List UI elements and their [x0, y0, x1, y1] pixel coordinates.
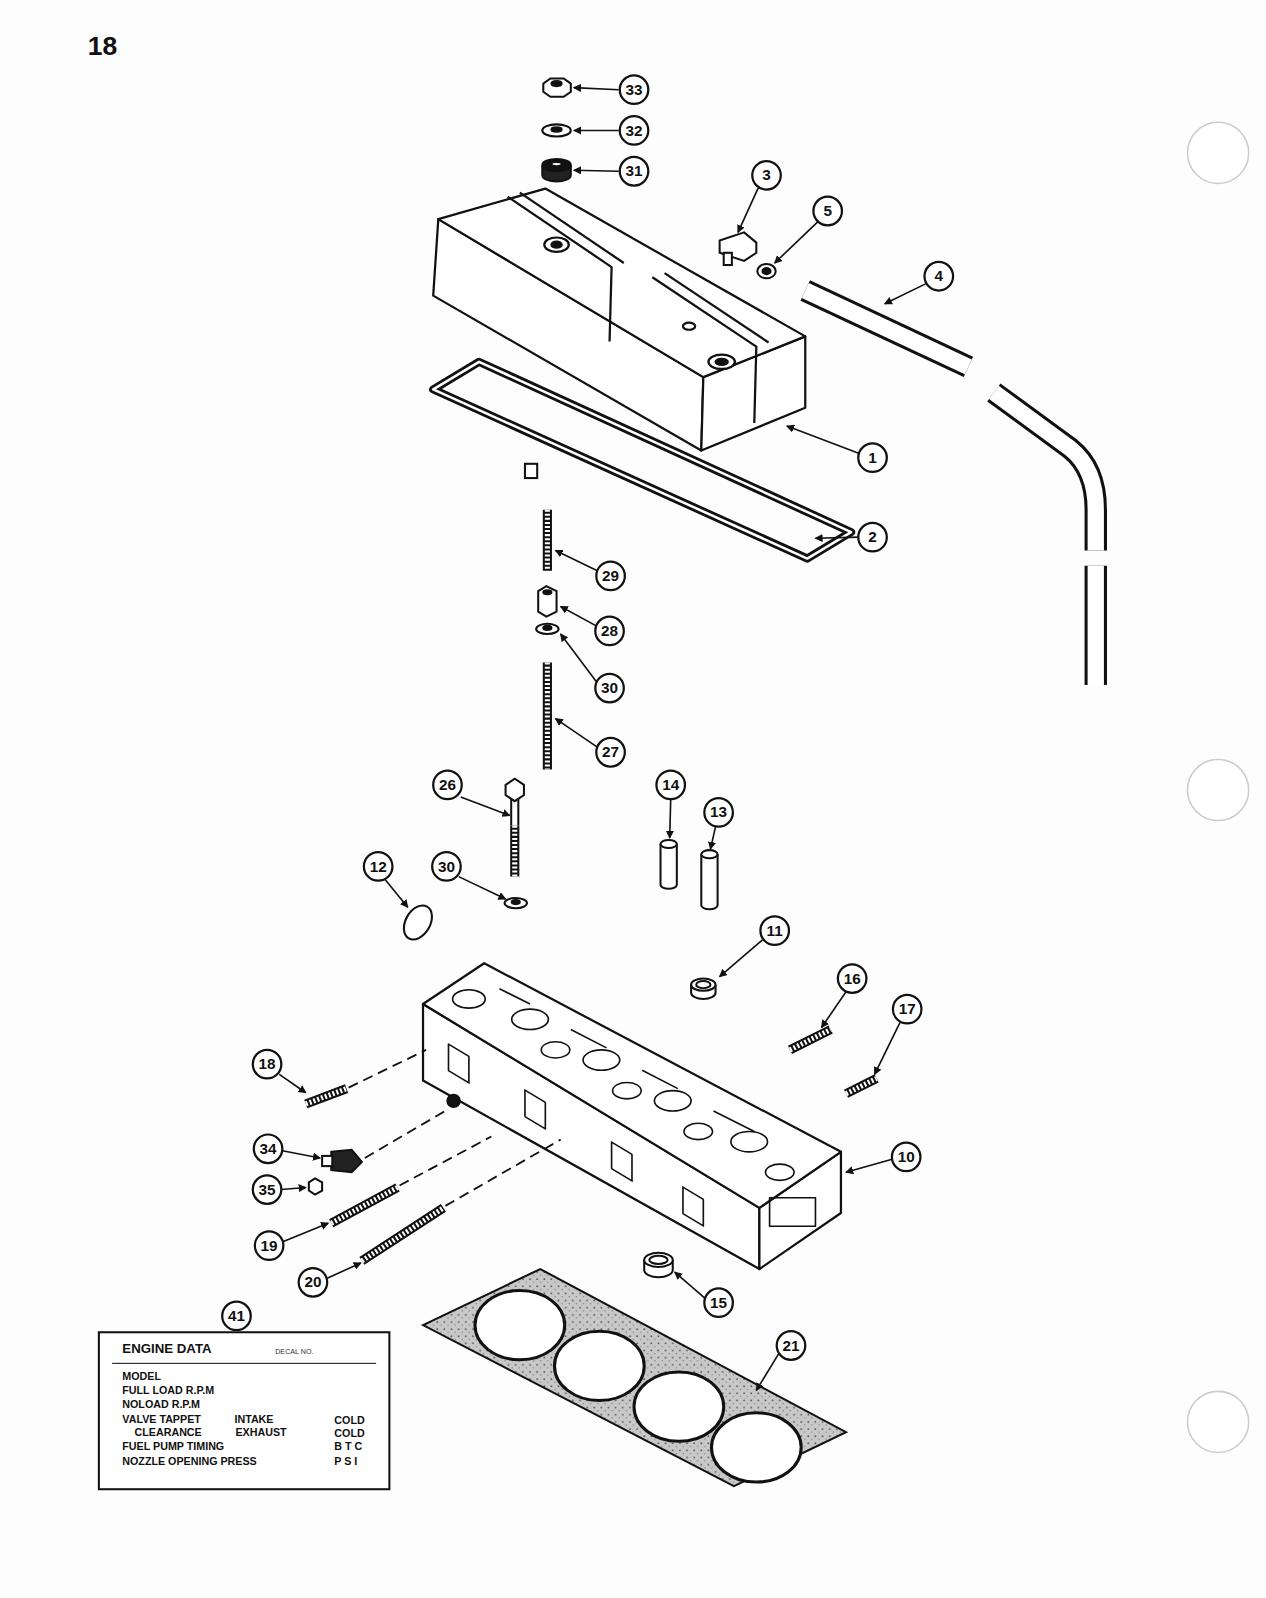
decal-field: EXHAUST [235, 1426, 286, 1438]
callout-number: 30 [596, 675, 623, 702]
callout-number: 28 [596, 618, 623, 645]
callout-circle [892, 1143, 921, 1172]
callout-circle [858, 523, 887, 552]
breather-fitting [720, 232, 776, 278]
callout-number: 3 [753, 162, 780, 189]
callout-number: 35 [254, 1176, 281, 1203]
decal-field: VALVE TAPPET [122, 1413, 201, 1425]
callout-number: 14 [657, 772, 684, 799]
callout-circle [432, 852, 461, 881]
callout-circle [299, 1268, 328, 1297]
callout-number: 2 [859, 524, 886, 551]
callout-circle [255, 1231, 284, 1260]
callout-number: 32 [621, 117, 648, 144]
decal-field: INTAKE [234, 1413, 273, 1425]
callout-circle [620, 75, 649, 104]
callout-number: 30 [433, 853, 460, 880]
engine-data-decal: ENGINE DATA DECAL NO. MODEL FULL LOAD R.P.M… [98, 1331, 391, 1490]
decal-field: CLEARANCE [135, 1426, 202, 1438]
callout-circle [752, 161, 781, 190]
callout-number: 13 [705, 799, 732, 826]
dashed-lines [349, 1050, 561, 1206]
callout-number: 5 [814, 198, 841, 225]
callout-circle [596, 738, 625, 767]
decal-field: COLD [334, 1427, 364, 1439]
callout-circle [813, 197, 842, 226]
callout-circle [620, 116, 649, 145]
callout-number: 19 [256, 1232, 283, 1259]
decal-field: DECAL NO. [275, 1346, 313, 1358]
callout-number: 20 [300, 1269, 327, 1296]
callout-circle [253, 1050, 282, 1079]
callout-number: 12 [365, 853, 392, 880]
callout-number: 34 [255, 1136, 282, 1163]
decal-field: FUEL PUMP TIMING [122, 1440, 224, 1452]
callout-circle [595, 617, 624, 646]
callout-circle [620, 157, 649, 186]
callout-circle [838, 964, 867, 993]
callout-circle [893, 995, 922, 1024]
binder-hole [1188, 122, 1249, 1452]
decal-field: MODEL [122, 1370, 161, 1382]
callout-circle [704, 1288, 733, 1317]
nut-stack [542, 78, 571, 181]
callout-number: 17 [894, 996, 921, 1023]
callout-number: 31 [621, 158, 648, 185]
callout-circle [656, 771, 685, 800]
callout-circle [595, 674, 624, 703]
breather-hose [805, 291, 1096, 685]
callout-circle [760, 916, 789, 945]
callout-number: 33 [621, 76, 648, 103]
callout-number: 18 [254, 1051, 281, 1078]
callout-circle [704, 798, 733, 827]
decal-field: NOLOAD R.P.M [122, 1397, 200, 1409]
callout-number: 1 [859, 444, 886, 471]
callout-circle [364, 852, 393, 881]
page-number: 18 [88, 31, 117, 63]
callout-number: 10 [893, 1144, 920, 1171]
decal-field: COLD [334, 1414, 364, 1426]
callout-number: 4 [926, 263, 953, 290]
callout-number: 41 [223, 1303, 250, 1330]
decal-heading: ENGINE DATA [122, 1342, 211, 1354]
callout-number: 27 [597, 739, 624, 766]
rule-line [112, 1363, 376, 1364]
callout-number: 11 [761, 917, 788, 944]
callout-circle [777, 1331, 806, 1360]
decal-field: FULL LOAD R.P.M [122, 1384, 214, 1396]
callout-circle [596, 562, 625, 591]
callout-number: 16 [839, 965, 866, 992]
callout-number: 29 [597, 563, 624, 590]
callout-circle [254, 1135, 283, 1164]
cover-gasket [433, 362, 851, 559]
callout-number: 21 [778, 1332, 805, 1359]
cylinder-head [423, 963, 841, 1269]
decal-field: B T C [334, 1440, 362, 1452]
decal-field: NOZZLE OPENING PRESS [122, 1455, 256, 1467]
callout-number: 26 [434, 772, 461, 799]
callout-circle [253, 1175, 282, 1204]
leader-lines [279, 88, 926, 1391]
callout-circle [222, 1302, 251, 1331]
decal-field: P S I [334, 1455, 357, 1467]
head-gasket [423, 1269, 846, 1486]
callout-number: 15 [705, 1289, 732, 1316]
callout-circle [925, 262, 954, 291]
callout-circle [433, 771, 462, 800]
callout-circle [858, 443, 887, 472]
